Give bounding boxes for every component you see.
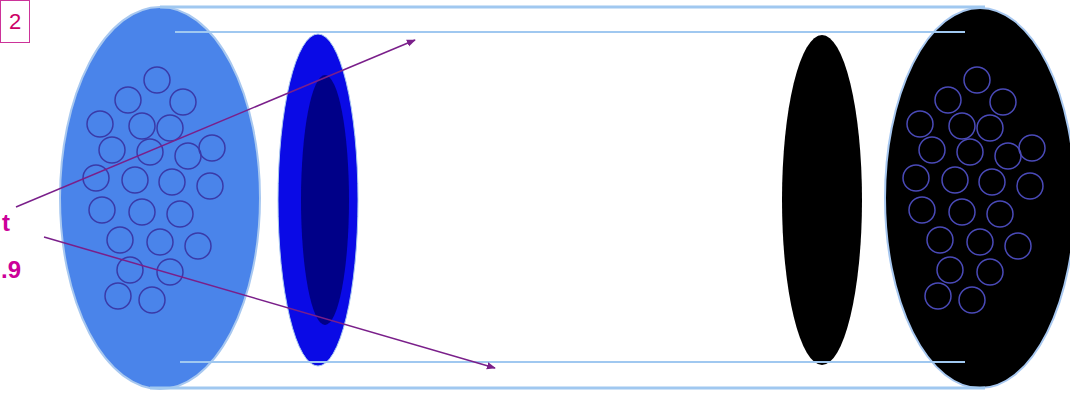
fibre-circle bbox=[937, 257, 963, 283]
fibre-circle bbox=[105, 283, 131, 309]
fibre-circle bbox=[995, 143, 1021, 169]
fibre-circle bbox=[935, 87, 961, 113]
fibre-circle bbox=[144, 67, 170, 93]
fibre-circle bbox=[122, 167, 148, 193]
fibre-circle bbox=[927, 227, 953, 253]
fibre-circle bbox=[907, 111, 933, 137]
left-end-cap bbox=[60, 7, 260, 389]
fibre-circle bbox=[185, 233, 211, 259]
leader-arrow bbox=[16, 40, 495, 368]
fibre-circle bbox=[129, 113, 155, 139]
fibre-circle bbox=[89, 197, 115, 223]
fibre-circle bbox=[925, 283, 951, 309]
fibre-circle bbox=[919, 137, 945, 163]
fibre-circle bbox=[199, 135, 225, 161]
fibre-circle bbox=[159, 169, 185, 195]
fibre-circle bbox=[137, 139, 163, 165]
fibre-circle bbox=[157, 115, 183, 141]
fibre-circle bbox=[129, 199, 155, 225]
fibre-circle bbox=[903, 165, 929, 191]
callout-label: t bbox=[2, 211, 10, 235]
fibre-circle bbox=[175, 143, 201, 169]
fibre-circle bbox=[990, 89, 1016, 115]
tube-wall bbox=[150, 7, 985, 388]
fibre-circle bbox=[147, 229, 173, 255]
fibre-circle bbox=[977, 259, 1003, 285]
fibre-circle bbox=[1019, 135, 1045, 161]
fibre-circle bbox=[909, 197, 935, 223]
fibre-circle bbox=[987, 201, 1013, 227]
fibre-circle bbox=[942, 167, 968, 193]
fibre-circle bbox=[139, 287, 165, 313]
fibre-circle bbox=[87, 111, 113, 137]
fibre-circle bbox=[959, 287, 985, 313]
fibre-circle bbox=[197, 173, 223, 199]
fibre-circle bbox=[1005, 233, 1031, 259]
fibre-circle bbox=[949, 113, 975, 139]
fibre-circle bbox=[979, 169, 1005, 195]
fibre-circle bbox=[977, 115, 1003, 141]
fibre-circle bbox=[967, 229, 993, 255]
fibre-circle bbox=[964, 67, 990, 93]
fibre-circle bbox=[99, 137, 125, 163]
fibre-circle bbox=[170, 89, 196, 115]
callout-label: .9 bbox=[1, 258, 21, 282]
number-box: 2 bbox=[0, 0, 30, 43]
fibre-circle bbox=[1017, 173, 1043, 199]
fibre-circle bbox=[115, 87, 141, 113]
fibre-circle bbox=[107, 227, 133, 253]
fibre-circle bbox=[957, 139, 983, 165]
black-disk bbox=[782, 35, 862, 365]
fibre-circle bbox=[167, 201, 193, 227]
fibre-circle bbox=[117, 257, 143, 283]
slide-number: 2 bbox=[9, 11, 21, 33]
right-end-cap bbox=[885, 8, 1070, 388]
fibre-circle bbox=[949, 199, 975, 225]
fibre-circle bbox=[157, 259, 183, 285]
